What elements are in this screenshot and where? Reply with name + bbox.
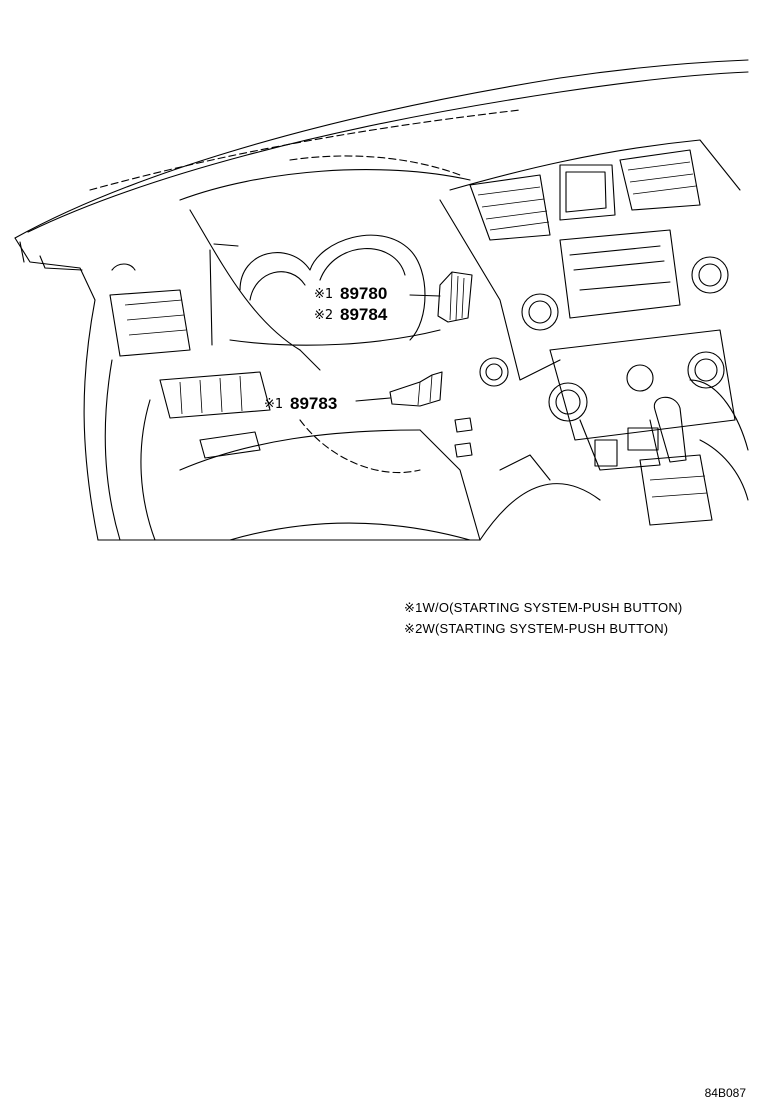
callout-mark: ※1 [264,397,283,412]
footnote-text: W/O(STARTING SYSTEM-PUSH BUTTON) [422,600,683,615]
callout-mark: ※1 [314,287,333,302]
footnote-text: W(STARTING SYSTEM-PUSH BUTTON) [422,621,669,636]
component-89783 [355,371,443,407]
footnote-mark: ※2 [404,621,423,636]
callout-89783: ※1 89783 [264,394,337,413]
part-number-89784: 89784 [340,305,388,324]
part-number-89780: 89780 [340,284,387,303]
callout-mark: ※2 [314,308,333,323]
drawing-code: 84B087 [704,1086,746,1100]
footnote-mark: ※1 [404,600,423,615]
part-number-89783: 89783 [290,394,337,413]
callout-89784: ※2 89784 [314,305,388,324]
dashboard-outline [14,59,749,541]
component-89780 [409,271,473,323]
callout-89780: ※1 89780 [314,284,387,303]
footnote-2: ※2W(STARTING SYSTEM-PUSH BUTTON) [404,621,668,637]
footnote-1: ※1W/O(STARTING SYSTEM-PUSH BUTTON) [404,600,682,616]
